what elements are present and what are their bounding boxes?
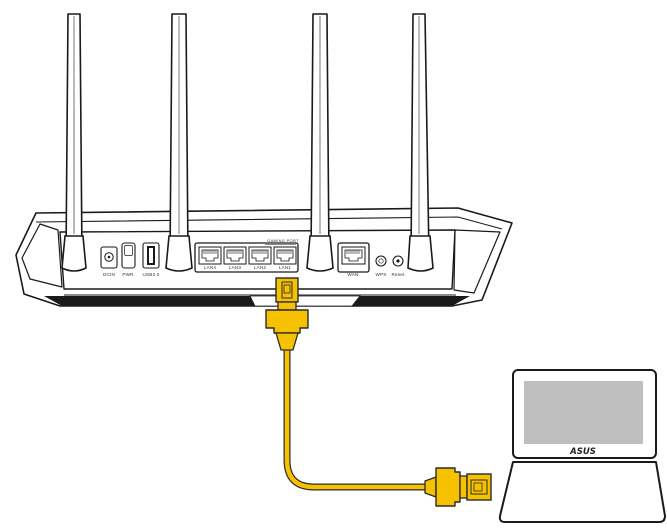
lan2-jack: [248, 246, 272, 265]
router-side-plug: [265, 277, 309, 351]
lan3-jack: [223, 246, 247, 265]
antenna-1: [61, 13, 87, 272]
router-base-wedge-gap: [249, 295, 361, 307]
usb-label: USB3.0: [142, 272, 159, 277]
laptop-brand-logo: ASUS: [569, 447, 596, 457]
wan-label: WAN: [347, 272, 358, 277]
gaming-port-label: GAMING PORT: [267, 238, 299, 243]
wps-button: [375, 255, 387, 267]
router-base-wedge-right: [352, 296, 470, 306]
antenna-4: [407, 13, 434, 272]
laptop-base: [498, 461, 666, 523]
cable-wire: [284, 350, 425, 490]
reset-button: [392, 255, 404, 267]
lan4-jack: [198, 246, 222, 265]
power-button: [121, 242, 136, 269]
lan1-jack: [273, 246, 297, 265]
router-base-wedge-left: [44, 296, 255, 306]
ethernet-cable-icon: [265, 277, 492, 507]
laptop-screen: [524, 381, 643, 444]
wan-port: [337, 242, 370, 273]
antenna-3: [306, 13, 334, 272]
lan3-label: LAN3: [229, 265, 242, 270]
router-icon: DCIN PWR USB3.0 GAMING PORT LAN4 LAN3 LA…: [15, 13, 513, 307]
dc-in-port: [100, 246, 118, 269]
lan-port-block: [194, 242, 299, 273]
router-right-facet: [453, 229, 501, 294]
power-label: PWR: [122, 272, 134, 277]
laptop-icon: ASUS: [498, 369, 666, 523]
lan4-label: LAN4: [204, 265, 217, 270]
wps-label: WPS: [375, 272, 386, 277]
laptop-side-plug: [424, 467, 492, 507]
router-left-facet: [21, 223, 63, 288]
cable-wire-outline: [283, 350, 425, 491]
lan1-label: LAN1: [279, 265, 292, 270]
usb-port: [142, 242, 160, 269]
lan2-label: LAN2: [254, 265, 267, 270]
dc-in-label: DCIN: [103, 272, 115, 277]
antenna-2: [165, 13, 193, 272]
reset-label: Reset: [391, 272, 405, 277]
